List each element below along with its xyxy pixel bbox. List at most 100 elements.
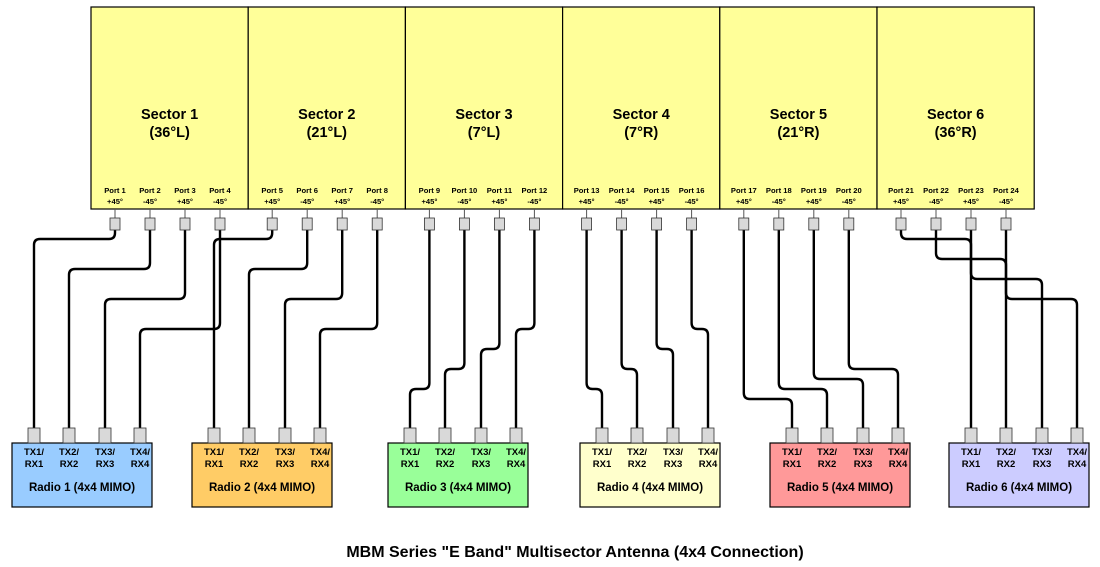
channel-label-rx: RX2 (436, 459, 454, 470)
port-label: Port 10 (452, 186, 478, 195)
channel-label-tx: TX2/ (435, 447, 455, 458)
port-polarization: -45° (300, 197, 314, 206)
radio-connector (62, 427, 76, 444)
port-polarization: +45° (806, 197, 822, 206)
port-connector (109, 217, 121, 231)
radio-1: Radio 1 (4x4 MIMO)TX1/RX1TX2/RX2TX3/RX3T… (11, 427, 153, 508)
radio-connector (438, 427, 452, 444)
radio-connector (207, 427, 221, 444)
channel-label-rx: RX1 (401, 459, 420, 470)
port-polarization: -45° (527, 197, 541, 206)
port-label: Port 18 (766, 186, 792, 195)
channel-label-tx: TX2/ (817, 447, 837, 458)
port-label: Port 21 (888, 186, 915, 195)
port-label: Port 7 (331, 186, 353, 195)
radio-connector (891, 427, 905, 444)
port-label: Port 23 (958, 186, 984, 195)
radio-6: Radio 6 (4x4 MIMO)TX1/RX1TX2/RX2TX3/RX3T… (948, 427, 1090, 508)
radio-connector (98, 427, 112, 444)
sector-6: Sector 6(36°R)Port 21+45°Port 22-45°Port… (876, 6, 1035, 231)
sector-angle: (21°L) (307, 125, 348, 141)
port-label: Port 22 (923, 186, 949, 195)
port-connector (581, 217, 592, 231)
cable (514, 230, 536, 428)
port-label: Port 17 (731, 186, 757, 195)
port-connector (179, 217, 191, 231)
channel-label-tx: TX3/ (1032, 447, 1052, 458)
channel-label-rx: RX3 (96, 459, 114, 470)
cable (479, 230, 501, 428)
port-connector (808, 217, 820, 231)
sector-box (247, 6, 406, 210)
channel-label-rx: RX2 (818, 459, 836, 470)
port-connector (616, 217, 627, 231)
port-polarization: +45° (579, 197, 595, 206)
radio-connector (1070, 427, 1084, 444)
sector-angle: (7°L) (468, 125, 501, 141)
sector-box (876, 6, 1035, 210)
channel-label-rx: RX3 (472, 459, 490, 470)
radio-connector (701, 427, 715, 444)
channel-label-rx: RX4 (507, 459, 526, 470)
radio-connector (856, 427, 870, 444)
cable (283, 230, 344, 428)
cable (103, 230, 187, 428)
port-polarization: +45° (963, 197, 979, 206)
radio-connector (785, 427, 799, 444)
radio-name: Radio 3 (4x4 MIMO) (405, 482, 511, 494)
port-label: Port 14 (609, 186, 636, 195)
port-connector (843, 217, 855, 231)
channel-label-tx: TX1/ (592, 447, 612, 458)
port-label: Port 9 (419, 186, 441, 195)
port-polarization: +45° (893, 197, 909, 206)
port-polarization: +45° (736, 197, 752, 206)
cable (408, 230, 431, 428)
port-polarization: +45° (491, 197, 507, 206)
channel-label-rx: RX3 (854, 459, 872, 470)
port-label: Port 1 (104, 186, 126, 195)
radio-name: Radio 1 (4x4 MIMO) (29, 482, 135, 494)
port-label: Port 2 (139, 186, 161, 195)
port-polarization: -45° (615, 197, 629, 206)
sector-name: Sector 2 (298, 107, 355, 123)
radio-2: Radio 2 (4x4 MIMO)TX1/RX1TX2/RX2TX3/RX3T… (191, 427, 333, 508)
sector-angle: (36°L) (149, 125, 190, 141)
cable (620, 230, 639, 428)
channel-label-tx: TX2/ (996, 447, 1016, 458)
port-connector (651, 217, 662, 231)
radio-connector (595, 427, 609, 444)
channel-label-tx: TX4/ (888, 447, 908, 458)
channel-label-rx: RX4 (311, 459, 330, 470)
sector-name: Sector 6 (927, 107, 984, 123)
port-polarization: -45° (999, 197, 1013, 206)
channel-label-rx: RX2 (997, 459, 1015, 470)
radio-box (387, 442, 529, 508)
port-connector (895, 217, 907, 231)
port-label: Port 15 (644, 186, 671, 195)
channel-label-rx: RX1 (962, 459, 981, 470)
radio-connector (820, 427, 834, 444)
radio-3: Radio 3 (4x4 MIMO)TX1/RX1TX2/RX2TX3/RX3T… (387, 427, 529, 508)
port-connector (144, 217, 156, 231)
radio-connector (630, 427, 644, 444)
sector-name: Sector 4 (613, 107, 670, 123)
port-connector (301, 217, 313, 231)
port-connector (773, 217, 785, 231)
port-polarization: +45° (177, 197, 193, 206)
port-label: Port 16 (679, 186, 705, 195)
cable (742, 230, 794, 428)
port-polarization: -45° (143, 197, 157, 206)
channel-label-rx: RX2 (240, 459, 258, 470)
channel-label-rx: RX1 (593, 459, 612, 470)
cable (443, 230, 466, 428)
channel-label-rx: RX3 (664, 459, 682, 470)
port-label: Port 12 (522, 186, 548, 195)
channel-label-tx: TX2/ (239, 447, 259, 458)
channel-label-rx: RX4 (131, 459, 150, 470)
channel-label-rx: RX1 (25, 459, 44, 470)
port-label: Port 11 (487, 186, 513, 195)
cable (32, 230, 117, 428)
port-connector (965, 217, 977, 231)
port-label: Port 3 (174, 186, 196, 195)
cable (318, 230, 379, 428)
